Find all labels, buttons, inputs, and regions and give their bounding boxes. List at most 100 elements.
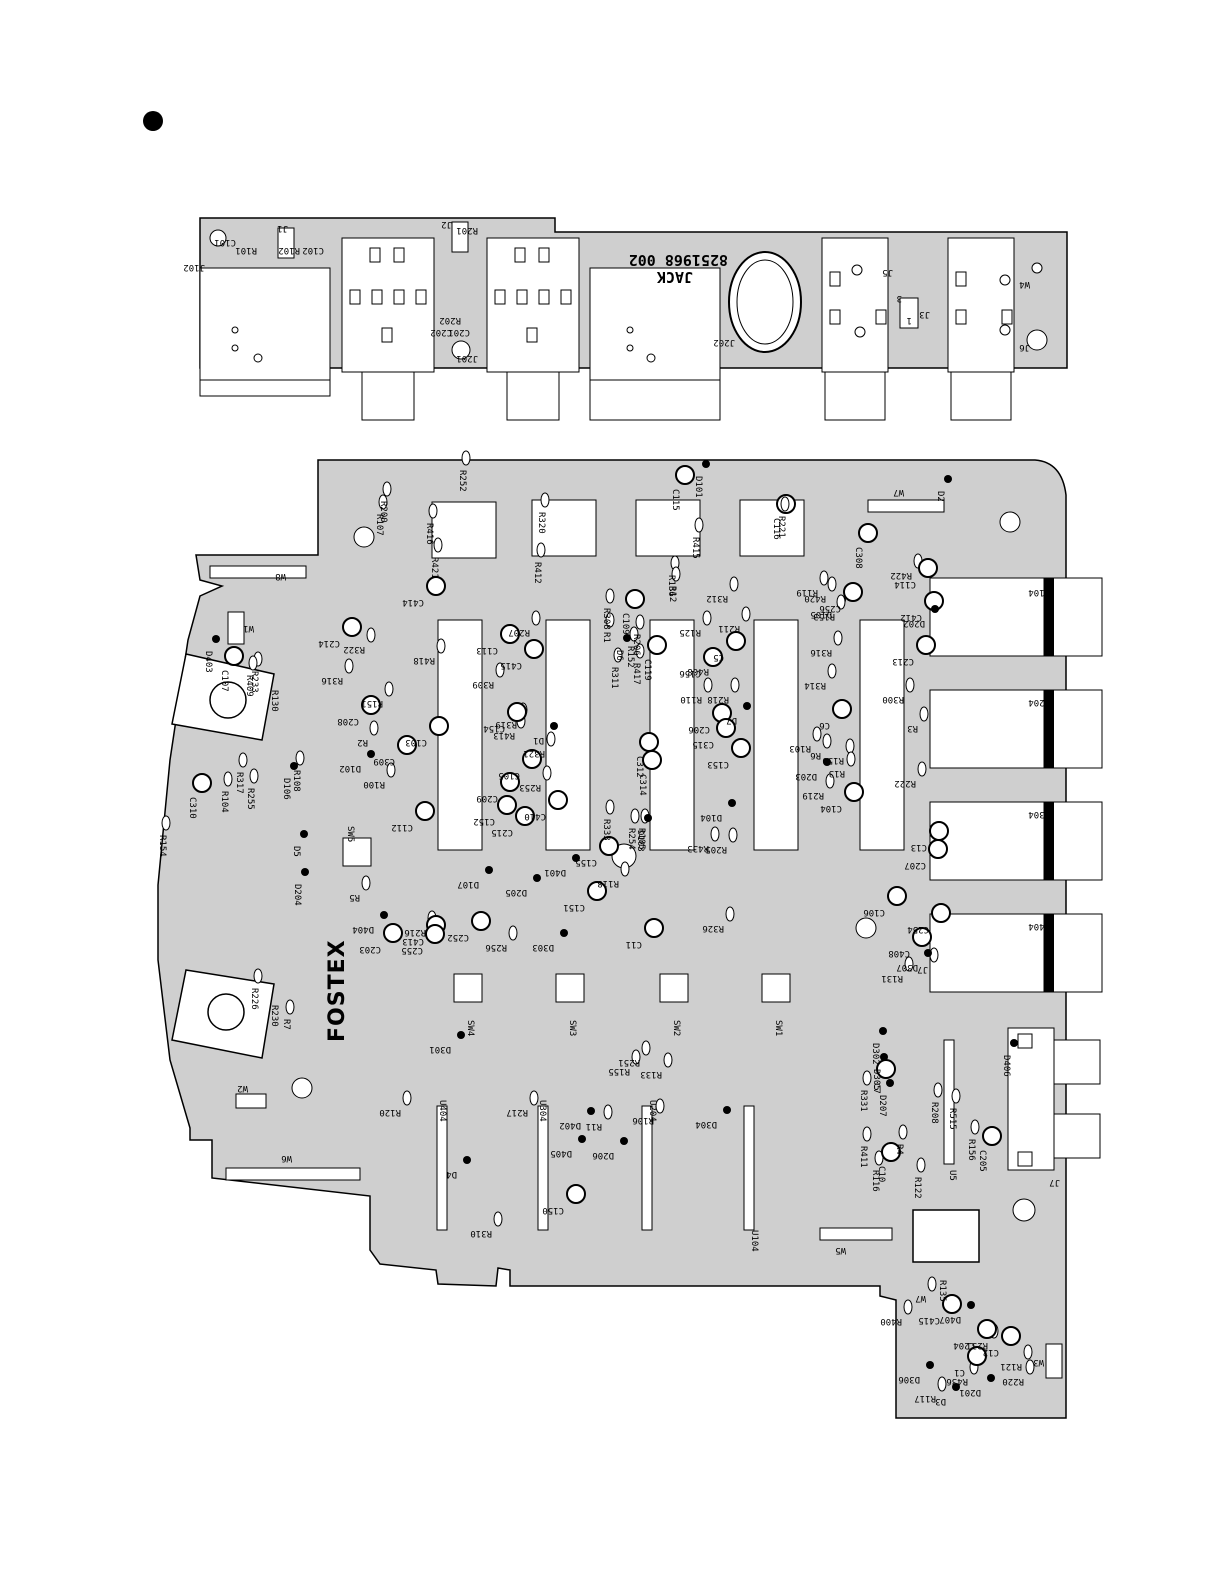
capacitor-icon <box>566 1184 586 1204</box>
capacitor-icon <box>192 773 212 793</box>
silkscreen-label: R131 <box>881 973 903 983</box>
silkscreen-label: C13 <box>911 842 927 852</box>
diode-pad-icon <box>560 929 568 937</box>
capacitor-icon <box>507 702 527 722</box>
diode-pad-icon <box>457 1031 465 1039</box>
silkscreen-label: R110 <box>680 694 702 704</box>
resistor-icon <box>631 1049 641 1065</box>
silkscreen-label: C119 <box>642 659 652 681</box>
silkscreen-label: 1 <box>907 315 912 325</box>
silkscreen-label: R100 <box>363 779 385 789</box>
silkscreen-label: R251 <box>618 1057 640 1067</box>
silkscreen-label: C206 <box>688 724 710 734</box>
silkscreen-label: J5 <box>882 267 893 277</box>
silkscreen-label: D304 <box>695 1119 717 1129</box>
silkscreen-label: C107 <box>219 670 229 692</box>
diode-pad-icon <box>623 634 631 642</box>
capacitor-icon <box>471 911 491 931</box>
silkscreen-label: C109 <box>620 613 630 635</box>
capacitor-icon <box>832 699 852 719</box>
silkscreen-label: C214 <box>318 638 340 648</box>
diode-pad-icon <box>290 762 298 770</box>
silkscreen-label: C213 <box>892 656 914 666</box>
diode-pad-icon <box>212 635 220 643</box>
resistor-icon <box>361 875 371 891</box>
silkscreen-label: R153 <box>813 611 835 621</box>
silkscreen-label: R408 <box>687 666 709 676</box>
part-reference-label: W8 <box>275 571 286 581</box>
silkscreen-label: R331 <box>858 1090 868 1112</box>
diode-pad-icon <box>987 1374 995 1382</box>
capacitor-icon <box>642 750 662 770</box>
resistor-icon <box>905 677 915 693</box>
silkscreen-label: J102 <box>183 262 205 272</box>
silkscreen-label: C314 <box>637 774 647 796</box>
silkscreen-label: R211 <box>718 623 740 633</box>
silkscreen-label: D301 <box>429 1044 451 1054</box>
silkscreen-label: R226 <box>249 988 259 1010</box>
silkscreen-label: R3 <box>907 723 918 733</box>
capacitor-icon <box>425 924 445 944</box>
silkscreen-label: C113 <box>476 645 498 655</box>
silkscreen-label: D206 <box>592 1150 614 1160</box>
silkscreen-label: R2 <box>357 737 368 747</box>
resistor-icon <box>295 750 305 766</box>
silkscreen-label: D102 <box>339 763 361 773</box>
silkscreen-label: C105 <box>498 770 520 780</box>
capacitor-icon <box>918 558 938 578</box>
silkscreen-label: R121 <box>1000 1361 1022 1371</box>
capacitor-icon <box>524 639 544 659</box>
resistor-icon <box>613 647 623 663</box>
silkscreen-label: D405 <box>550 1148 572 1158</box>
diode-pad-icon <box>644 814 652 822</box>
silkscreen-label: D203 <box>795 771 817 781</box>
silkscreen-label: D305 <box>871 1069 881 1091</box>
silkscreen-label: D107 <box>457 879 479 889</box>
diode-pad-icon <box>823 758 831 766</box>
resistor-icon <box>694 517 704 533</box>
silkscreen-label: R300 <box>882 694 904 704</box>
silkscreen-label: R116 <box>870 1170 880 1192</box>
diode-pad-icon <box>952 1383 960 1391</box>
silkscreen-label: R4 <box>894 1144 904 1155</box>
part-reference-label: J104 <box>1028 587 1050 597</box>
part-reference-label: J204 <box>1028 697 1050 707</box>
silkscreen-label: R417 <box>631 663 641 685</box>
resistor-icon <box>635 643 645 659</box>
capacitor-icon <box>426 576 446 596</box>
silkscreen-label: C10 <box>876 1166 886 1182</box>
capacitor-icon <box>844 782 864 802</box>
part-reference-label: J7 <box>1049 1177 1060 1187</box>
capacitor-icon <box>931 903 951 923</box>
silkscreen-label: R319 <box>495 719 517 729</box>
silkscreen-label: R436 <box>946 1376 968 1386</box>
resistor-icon <box>655 1098 665 1114</box>
resistor-icon <box>253 968 263 984</box>
silkscreen-label: R155 <box>608 1066 630 1076</box>
silkscreen-label: D5 <box>291 846 301 857</box>
silkscreen-label: R321 <box>523 748 545 758</box>
silkscreen-label: D6 <box>614 650 624 661</box>
capacitor-icon <box>876 1059 896 1079</box>
resistor-icon <box>833 630 843 646</box>
capacitor-icon <box>548 790 568 810</box>
capacitor-icon <box>224 646 244 666</box>
silkscreen-label: J3 <box>919 309 930 319</box>
silkscreen-label: R216 <box>404 927 426 937</box>
silkscreen-label: C155 <box>575 857 597 867</box>
capacitor-icon <box>967 1346 987 1366</box>
capacitor-icon <box>397 735 417 755</box>
resistor-icon <box>845 738 855 754</box>
part-reference-label: W7 <box>893 487 904 497</box>
capacitor-icon <box>500 772 520 792</box>
resistor-icon <box>436 638 446 654</box>
silkscreen-label: R316 <box>810 647 832 657</box>
silkscreen-label: R409 <box>244 675 254 697</box>
silkscreen-label: D204 <box>292 884 302 906</box>
silkscreen-label: C412 <box>900 612 922 622</box>
silkscreen-label: D205 <box>505 887 527 897</box>
silkscreen-label: R151 <box>361 698 383 708</box>
silkscreen-label: D207 <box>877 1095 887 1117</box>
silkscreen-label: R125 <box>679 627 701 637</box>
capacitor-icon <box>361 695 381 715</box>
